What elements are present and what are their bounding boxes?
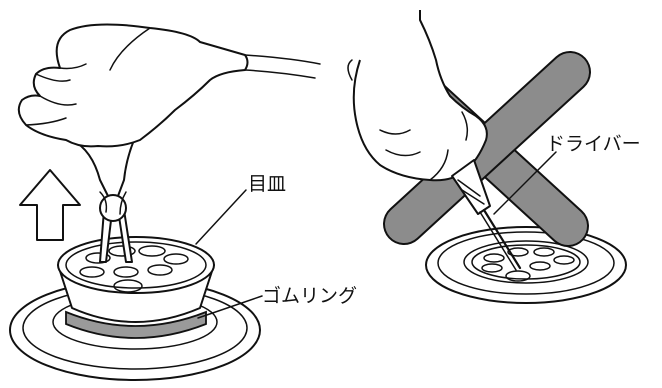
drain-top-view xyxy=(425,226,627,304)
rubber-ring-label: ゴムリング xyxy=(262,285,357,307)
rubber-ring xyxy=(65,310,207,339)
drain-plate xyxy=(57,236,215,323)
hand-right xyxy=(347,10,488,182)
pliers xyxy=(71,139,135,263)
screwdriver-label: ドライバー xyxy=(546,133,641,155)
plate-label: 目皿 xyxy=(248,173,286,195)
plate-leader-line xyxy=(195,189,247,245)
correct-method-scene: 目皿 ゴムリング xyxy=(9,23,357,381)
up-arrow-icon xyxy=(19,169,81,241)
incorrect-method-scene: ドライバー xyxy=(347,10,641,304)
screwdriver xyxy=(451,159,522,271)
screwdriver-leader-line xyxy=(493,151,557,215)
hand-left xyxy=(17,23,321,148)
ring-leader-line xyxy=(197,295,263,319)
